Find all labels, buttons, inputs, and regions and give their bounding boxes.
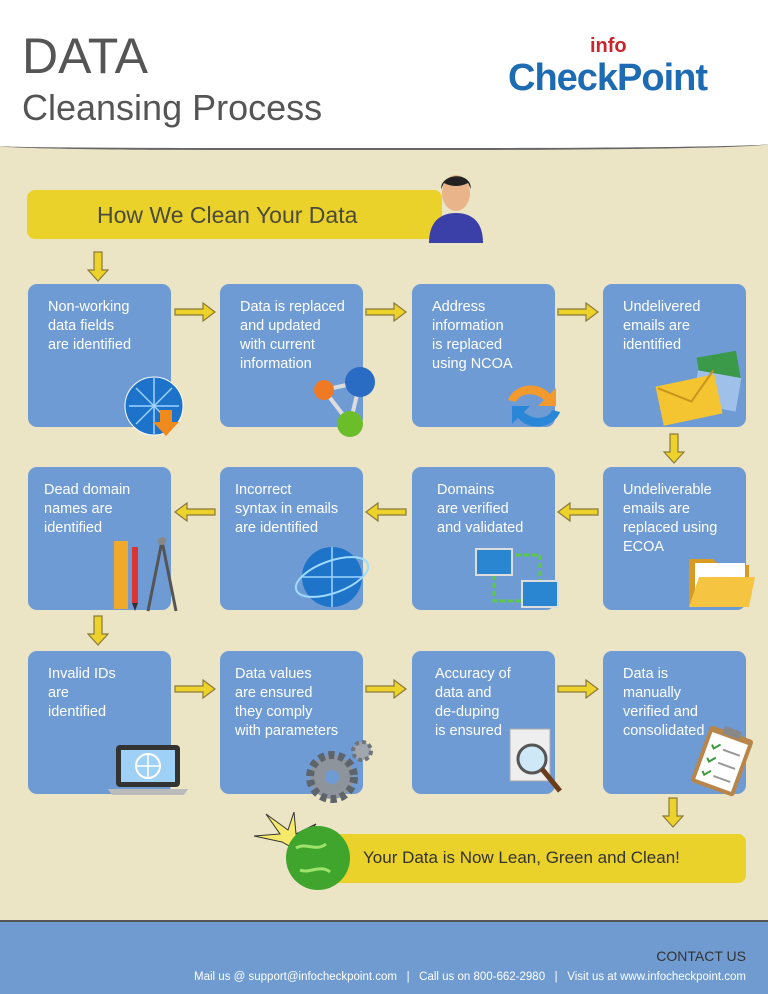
globe-orbit-icon: [294, 547, 370, 607]
step-text: Accuracy of data and de-duping is ensure…: [435, 666, 511, 739]
step-8: Dead domain names are identified: [28, 467, 178, 612]
arrow-left-icon: [557, 502, 599, 522]
gears-icon: [306, 740, 373, 803]
step-1: Non-working data fields are identified: [28, 284, 184, 436]
arrow-down-icon: [87, 251, 109, 282]
step-7: Incorrect syntax in emails are identifie…: [220, 467, 370, 610]
refresh-arrows-icon: [508, 385, 560, 427]
step-text: Data is replaced and updated with curren…: [240, 299, 345, 372]
step-2: Data is replaced and updated with curren…: [220, 284, 375, 437]
step-text: Data values are ensured they comply with…: [235, 666, 339, 739]
step-4: Undelivered emails are identified: [603, 284, 746, 427]
step-text: Undeliverable emails are replaced using …: [623, 482, 718, 555]
magnifier-document-icon: [509, 728, 562, 793]
header: DATA Cleansing Process info CheckPoint: [0, 0, 768, 150]
section-banner: How We Clean Your Data: [27, 190, 442, 239]
step-6: Domains are verified and validated: [412, 467, 559, 610]
logo-main: CheckPoint: [508, 57, 708, 99]
folder-icon: [689, 559, 755, 607]
arrow-right-icon: [557, 679, 599, 699]
arrow-right-icon: [557, 302, 599, 322]
clipboard-checklist-icon: [690, 725, 754, 797]
step-text: Dead domain names are identified: [44, 482, 131, 536]
step-text: Data is manually verified and consolidat…: [623, 666, 705, 739]
arrow-right-icon: [365, 302, 407, 322]
step-text: Invalid IDs are identified: [48, 666, 116, 720]
step-11: Accuracy of data and de-duping is ensure…: [412, 651, 562, 794]
arrow-down-icon: [87, 615, 109, 646]
step-10: Data values are ensured they comply with…: [220, 651, 373, 803]
globe-download-icon: [124, 376, 184, 436]
step-9: Invalid IDs are identified: [28, 651, 188, 795]
footer: CONTACT US Mail us @ support@infocheckpo…: [0, 920, 768, 994]
drafting-tools-icon: [114, 537, 178, 612]
step-3: Address information is replaced using NC…: [412, 284, 560, 427]
page-subtitle: Cleansing Process: [22, 87, 323, 128]
step-text: Address information is replaced using NC…: [432, 299, 513, 372]
arrow-right-icon: [365, 679, 407, 699]
contact-heading: CONTACT US: [656, 948, 746, 964]
final-banner: Your Data is Now Lean, Green and Clean!: [300, 834, 746, 883]
arrow-right-icon: [174, 679, 216, 699]
logo-info: info: [590, 35, 627, 57]
step-text: Incorrect syntax in emails are identifie…: [235, 482, 339, 536]
network-computers-icon: [475, 548, 559, 608]
step-text: Undelivered emails are identified: [623, 299, 701, 353]
logo: info CheckPoint: [508, 36, 748, 102]
final-text: Your Data is Now Lean, Green and Clean!: [363, 848, 680, 867]
step-text: Non-working data fields are identified: [48, 299, 132, 353]
step-12: Data is manually verified and consolidat…: [603, 651, 754, 797]
arrow-down-icon: [663, 433, 685, 464]
laptop-globe-icon: [108, 745, 188, 795]
arrow-left-icon: [365, 502, 407, 522]
person-icon: [429, 175, 483, 243]
step-5: Undeliverable emails are replaced using …: [603, 467, 755, 610]
molecule-icon: [314, 367, 375, 437]
envelopes-icon: [655, 350, 742, 426]
arrow-left-icon: [174, 502, 216, 522]
arrow-right-icon: [174, 302, 216, 322]
contact-info: Mail us @ support@infocheckpoint.com | C…: [194, 971, 746, 983]
green-globe-icon: [253, 812, 350, 890]
step-text: Domains are verified and validated: [437, 482, 524, 536]
banner-title: How We Clean Your Data: [97, 202, 358, 228]
arrow-down-icon: [662, 797, 684, 828]
page-title: DATA: [22, 28, 148, 84]
